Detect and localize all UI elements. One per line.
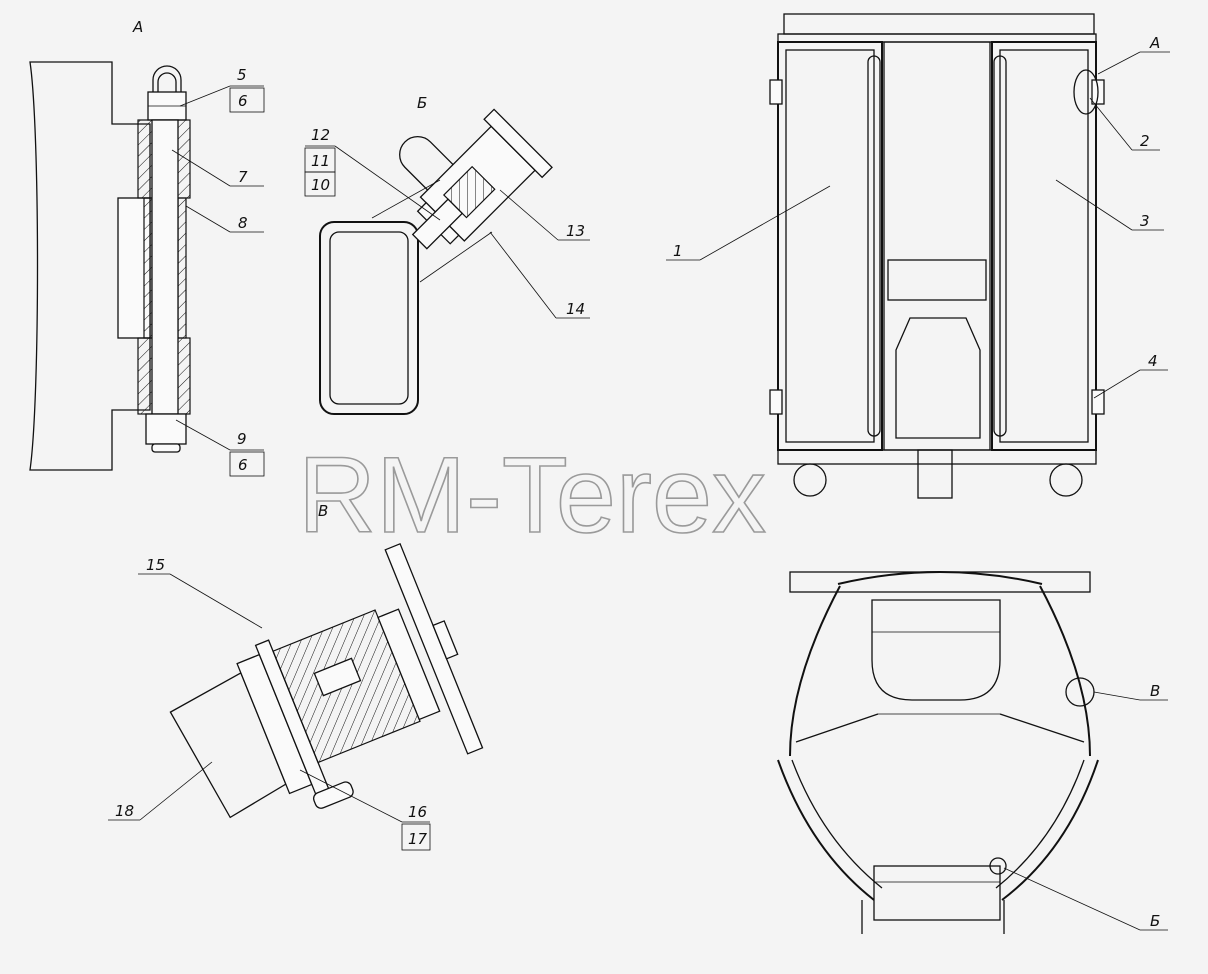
hinge-left-bottom — [769, 389, 783, 415]
bracket-bolt — [312, 781, 354, 809]
right-door-inner — [999, 49, 1089, 443]
view-b-leaders — [304, 145, 590, 319]
callout-1: 1 — [673, 242, 683, 260]
plan-right-wall — [1039, 585, 1091, 757]
pin-end — [151, 443, 181, 453]
callout-17: 17 — [408, 830, 428, 848]
top-frame — [783, 13, 1095, 35]
view-v-detail: В 15 16 17 18 — [108, 502, 484, 851]
hinge-pin — [151, 119, 179, 415]
pin-handle-inner — [157, 72, 177, 92]
latch-plate — [483, 108, 553, 179]
view-a-detail: А 5 6 — [29, 18, 265, 477]
callout-8: 8 — [238, 214, 248, 232]
main-front-view: 1 А 2 3 4 — [666, 13, 1170, 499]
plan-right-door-inner — [995, 759, 1085, 889]
callout-6-bottom: 6 — [238, 456, 248, 474]
left-door-inner — [785, 49, 875, 443]
view-a-leaders — [171, 85, 265, 477]
callout-15: 15 — [146, 556, 165, 574]
callout-9: 9 — [237, 430, 247, 448]
callout-4: 4 — [1148, 352, 1158, 370]
callout-10: 10 — [311, 176, 330, 194]
right-tube — [993, 55, 1007, 437]
view-v-ref: В — [1150, 682, 1160, 700]
nut-bottom — [145, 413, 187, 445]
bushing-right — [177, 197, 187, 339]
latch-pin — [411, 198, 464, 250]
main-plan-view: В Б — [777, 571, 1168, 934]
plan-top-beam — [789, 571, 1091, 593]
center-crossbar — [887, 259, 987, 301]
hinge-right-bottom — [1091, 389, 1105, 415]
door-panel — [29, 61, 151, 471]
callout-3: 3 — [1140, 212, 1150, 230]
center-column — [883, 41, 991, 451]
view-b-detail: Б 12 11 10 13 14 — [304, 94, 590, 415]
callout-2: 2 — [1140, 132, 1150, 150]
main-front-leaders — [666, 51, 1170, 399]
callout-6-top: 6 — [238, 92, 248, 110]
view-b-marker — [989, 857, 1007, 875]
top-beam — [777, 33, 1097, 43]
plan-left-door-inner — [791, 759, 883, 889]
callout-14: 14 — [566, 300, 585, 318]
pin-handle — [152, 65, 182, 92]
callout-18: 18 — [115, 802, 134, 820]
callout-11: 11 — [311, 152, 330, 170]
callout-7: 7 — [238, 168, 248, 186]
plan-right-door — [1001, 759, 1099, 901]
left-tube — [867, 55, 881, 437]
tube-section-inner — [329, 231, 409, 405]
right-door — [991, 41, 1097, 451]
center-hopper — [895, 317, 981, 439]
view-a-title: А — [132, 18, 143, 36]
right-wheel — [1049, 463, 1083, 497]
view-a-marker — [1073, 69, 1099, 115]
plan-bottom-box — [873, 865, 1001, 921]
view-a-ref: А — [1149, 34, 1160, 52]
view-b-title: Б — [417, 94, 427, 112]
view-v-title: В — [318, 502, 328, 520]
latch-handle — [399, 135, 454, 191]
callout-5: 5 — [237, 66, 247, 84]
view-b-ref: Б — [1150, 912, 1160, 930]
view-v-leaders — [108, 573, 431, 851]
latch-assembly — [399, 108, 553, 250]
bracket-slot — [313, 657, 362, 697]
bracket-nut — [432, 620, 459, 660]
callout-12: 12 — [311, 126, 330, 144]
bushing-left — [143, 197, 153, 339]
callout-13: 13 — [566, 222, 585, 240]
tube-section-outer — [319, 221, 419, 415]
bracket-rail — [377, 608, 441, 721]
center-bottom-block — [917, 449, 953, 499]
left-wheel — [793, 463, 827, 497]
callout-16: 16 — [408, 803, 427, 821]
hinge-left-top — [769, 79, 783, 105]
plan-left-door — [777, 759, 875, 901]
watermark: RM-Terex — [298, 434, 766, 555]
plan-hopper — [871, 599, 1001, 701]
plan-left-wall — [789, 585, 841, 757]
bracket-assembly — [169, 542, 484, 819]
plan-leaders — [1003, 691, 1168, 931]
bottom-beam — [777, 449, 1097, 465]
plan-top-arc — [837, 571, 1043, 585]
left-door — [777, 41, 883, 451]
